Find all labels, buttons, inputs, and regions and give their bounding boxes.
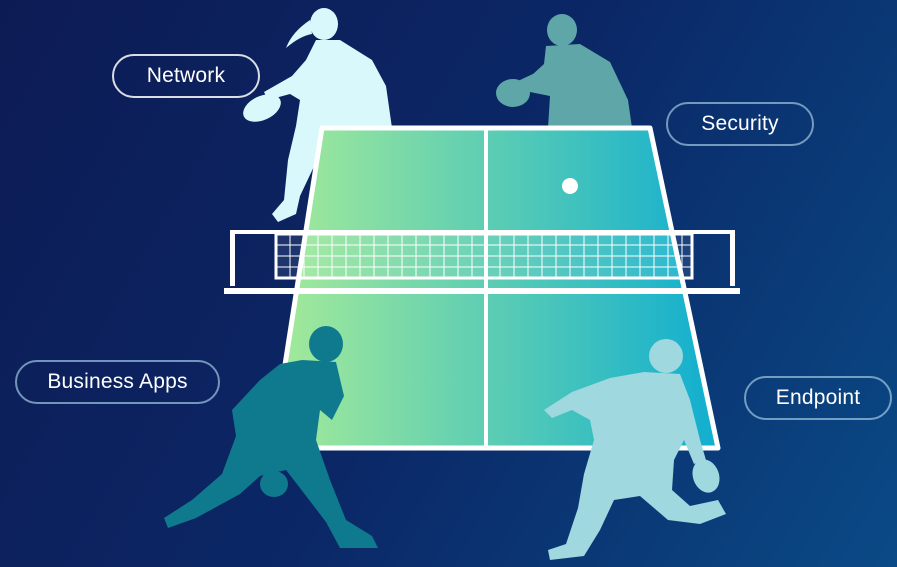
security-label: Security	[666, 102, 814, 146]
network-label: Network	[112, 54, 260, 98]
player-security-silhouette	[496, 14, 632, 128]
ball-icon	[562, 178, 578, 194]
endpoint-label: Endpoint	[744, 376, 892, 420]
table-tennis-net	[224, 230, 740, 294]
business-apps-label: Business Apps	[15, 360, 220, 404]
player-business-silhouette	[164, 326, 378, 548]
player-endpoint-silhouette	[544, 339, 726, 560]
player-network-silhouette	[243, 8, 392, 222]
